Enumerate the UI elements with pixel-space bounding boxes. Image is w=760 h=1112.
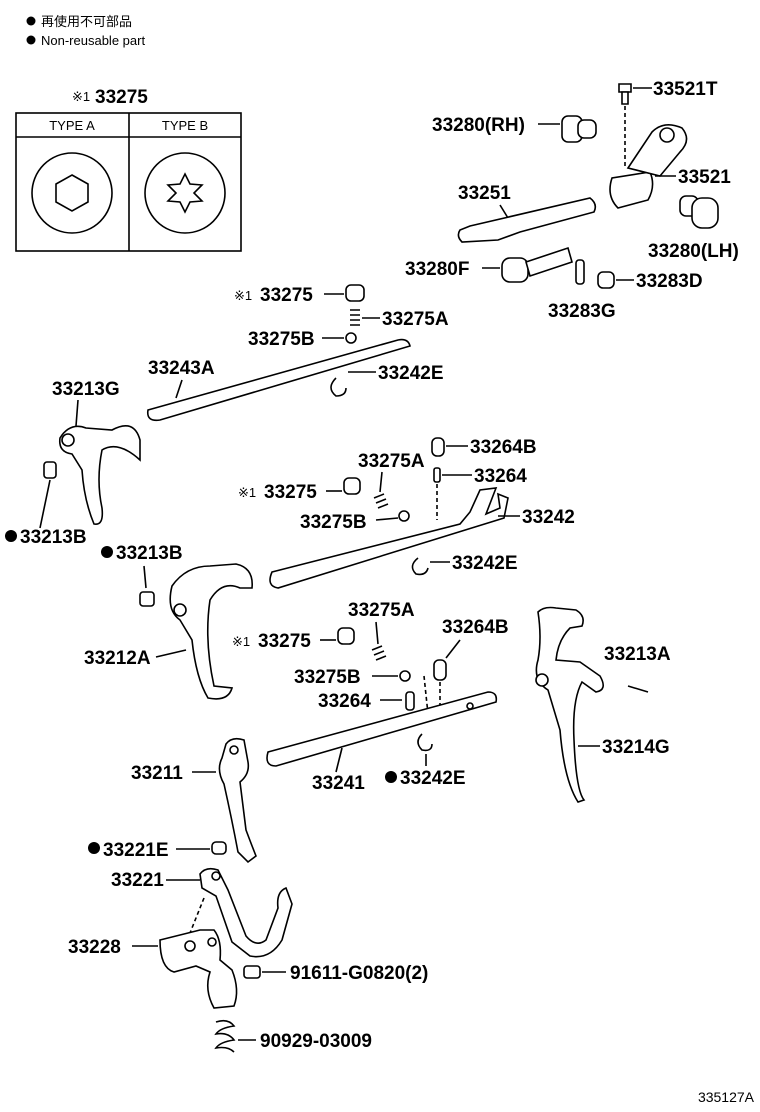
ball-33275B-1: [345, 332, 357, 344]
pin-33283G: [575, 259, 585, 285]
pin-33213A: [627, 685, 649, 693]
clip-33242E-2: [411, 557, 429, 576]
label-33241: 33241: [312, 773, 365, 794]
ball-33275B-3: [399, 670, 411, 682]
label-33264-2: 33264: [318, 691, 371, 712]
fork-33212A: [169, 563, 253, 700]
bracket-33221: [199, 867, 293, 958]
non-reusable-icon: [101, 546, 113, 558]
plug-33275-2: [343, 477, 361, 495]
spring-90929: [214, 1019, 236, 1053]
label-33243A: 33243A: [148, 358, 215, 379]
label-33242E-3: 33242E: [400, 768, 466, 789]
label-33275B-3: 33275B: [294, 667, 361, 688]
plate-33228: [159, 929, 238, 1009]
label-33264B-2: 33264B: [442, 617, 509, 638]
non-reusable-icon: [5, 530, 17, 542]
pin-33264-2: [405, 691, 415, 711]
plug-33275-1: [345, 284, 365, 302]
label-33242: 33242: [522, 507, 575, 528]
bolt-91611: [243, 965, 261, 979]
shaft-33280F: [501, 246, 573, 283]
label-33275B-2: 33275B: [300, 512, 367, 533]
label-33280LH: 33280(LH): [648, 241, 739, 262]
label-33280RH: 33280(RH): [432, 115, 525, 136]
label-33280F: 33280F: [405, 259, 469, 280]
clip-33242E-1: [330, 377, 347, 397]
bushing-33280LH: [679, 195, 719, 229]
inset-title: 33275: [95, 87, 148, 108]
bushing-33280RH: [561, 115, 597, 143]
label-33275-1: 33275: [260, 285, 313, 306]
legend: 再使用不可部品 Non-reusable part: [26, 14, 145, 48]
label-33264B-1: 33264B: [470, 437, 537, 458]
label-33221E: 33221E: [103, 840, 169, 861]
ball-33275B-2: [398, 510, 410, 522]
fork-33213A: [535, 606, 604, 803]
inset-mark: ※1: [72, 89, 90, 104]
inset-type-b-label: TYPE B: [162, 118, 208, 133]
label-33275-3: 33275: [258, 631, 311, 652]
diagram-code: 335127A: [698, 1089, 755, 1105]
inset-type-a-label: TYPE A: [49, 118, 95, 133]
legend-jp-text: 再使用不可部品: [41, 14, 132, 29]
ref-mark: ※1: [238, 485, 256, 500]
clip-33221E: [211, 841, 227, 855]
label-33213G: 33213G: [52, 379, 120, 400]
plug-33275-3: [337, 627, 355, 645]
label-33228: 33228: [68, 937, 121, 958]
label-33283D: 33283D: [636, 271, 703, 292]
label-33521: 33521: [678, 167, 731, 188]
spring-33275A-2: [373, 493, 389, 509]
spring-33275A-3: [371, 645, 387, 661]
label-33221: 33221: [111, 870, 164, 891]
rod-33243A: [146, 338, 411, 422]
legend-en-text: Non-reusable part: [41, 33, 145, 48]
fork-33213G: [58, 424, 141, 525]
non-reusable-bullet-icon: [26, 16, 36, 26]
label-91611: 91611-G0820(2): [290, 963, 428, 984]
bolt-33521T: [618, 83, 632, 168]
rod-33242: [269, 487, 509, 589]
label-33275B-1: 33275B: [248, 329, 315, 350]
label-33283G: 33283G: [548, 301, 616, 322]
pin-33213B-2: [139, 591, 155, 607]
ref-mark: ※1: [234, 288, 252, 303]
label-33242E-2: 33242E: [452, 553, 518, 574]
hex-socket-plug-icon: [31, 152, 113, 234]
inset-33275: ※1 33275 TYPE A TYPE B: [15, 87, 242, 252]
ref-mark: ※1: [232, 634, 250, 649]
label-33213A: 33213A: [604, 644, 671, 665]
label-33275A-2: 33275A: [358, 451, 425, 472]
clip-33242E-3: [417, 733, 433, 752]
label-33251: 33251: [458, 183, 511, 204]
label-33212A: 33212A: [84, 648, 151, 669]
label-33214G: 33214G: [602, 737, 670, 758]
label-33264-1: 33264: [474, 466, 527, 487]
pin-33264B-1: [431, 437, 445, 457]
label-90929: 90929-03009: [260, 1031, 372, 1052]
label-33213B-1: 33213B: [20, 527, 87, 548]
non-reusable-icon: [385, 771, 397, 783]
spring-33275A-1: [350, 309, 360, 326]
pin-33213B-1: [43, 461, 57, 479]
label-33275-2: 33275: [264, 482, 317, 503]
shaft-33251: [457, 197, 597, 243]
label-33521T: 33521T: [653, 79, 718, 100]
plug-33283D: [597, 271, 615, 289]
label-33213B-2: 33213B: [116, 543, 183, 564]
rod-33241: [266, 691, 498, 767]
lever-33211: [218, 737, 257, 864]
non-reusable-bullet-icon: [26, 35, 36, 45]
lever-33521: [609, 124, 688, 209]
torx-socket-plug-icon: [144, 152, 226, 234]
label-33275A-3: 33275A: [348, 600, 415, 621]
label-33211: 33211: [131, 763, 183, 784]
non-reusable-icon: [88, 842, 100, 854]
pin-33264-1: [433, 467, 441, 520]
label-33242E-1: 33242E: [378, 363, 444, 384]
label-33275A-1: 33275A: [382, 309, 449, 330]
